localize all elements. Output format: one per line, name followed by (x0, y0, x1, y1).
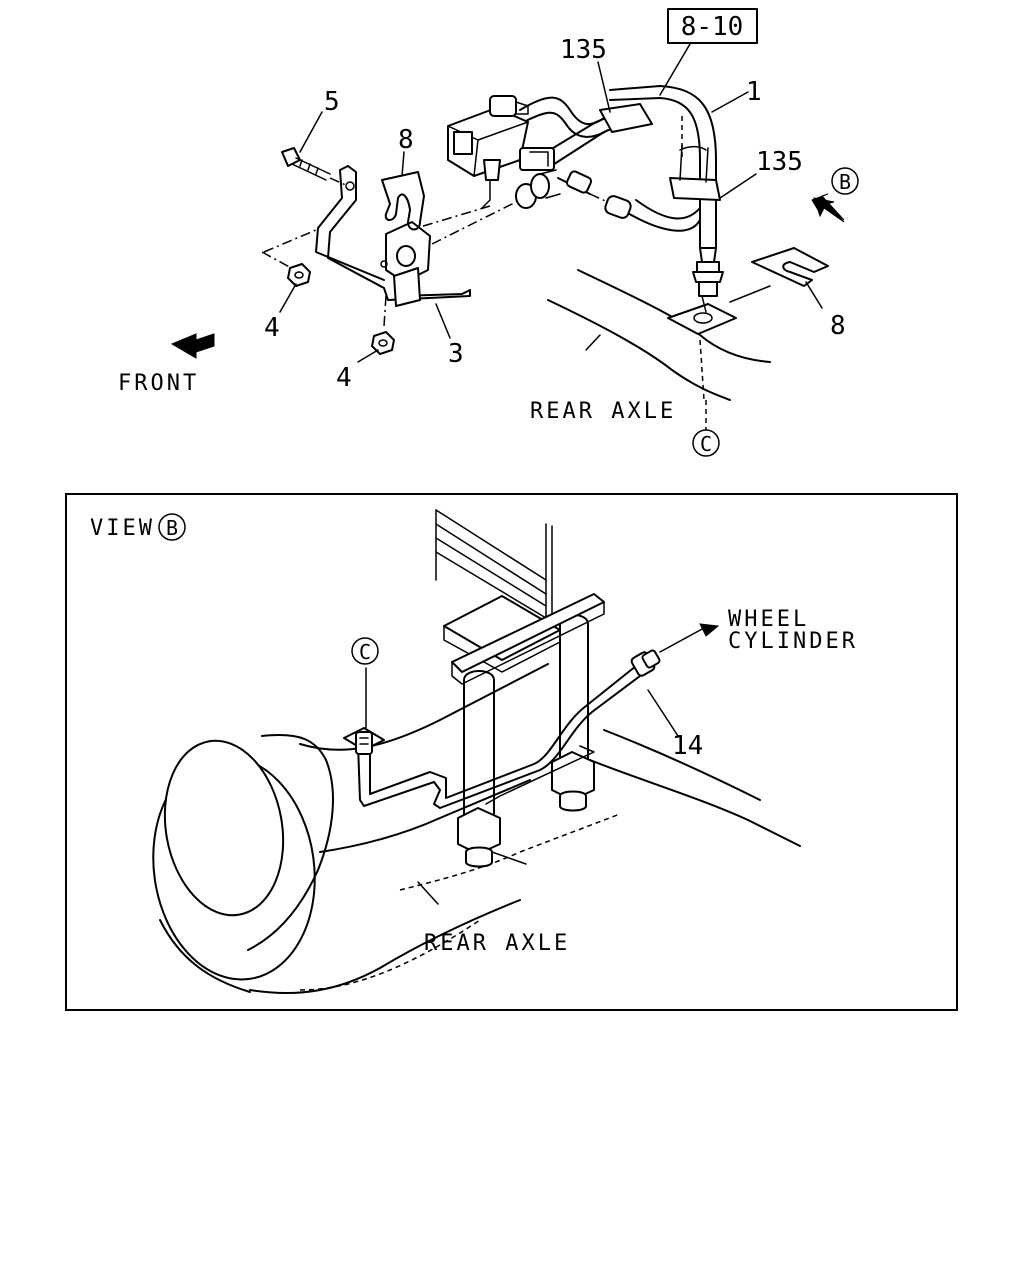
axle-mount-plate (667, 303, 737, 335)
marker-b-view: B (158, 513, 186, 541)
callout-5: 5 (324, 87, 340, 117)
retaining-clip-right (751, 247, 829, 287)
top-assembly: 8-10 (170, 8, 845, 430)
callout-8-right: 8 (830, 311, 846, 341)
brake-hose (609, 97, 701, 249)
svg-text:B: B (166, 516, 178, 540)
callout-135-right: 135 (756, 147, 803, 177)
connector-plug (519, 147, 555, 171)
axle-hub-inner (163, 739, 285, 917)
cylinder-label: CYLINDER (728, 629, 858, 654)
front-label: FRONT (118, 371, 199, 396)
nut-upper (287, 263, 311, 287)
callout-8-left: 8 (398, 125, 414, 155)
svg-text:C: C (700, 432, 712, 456)
marker-b-top: B (831, 167, 859, 195)
view-label: VIEW (90, 516, 155, 541)
marker-c-view: C (351, 637, 379, 665)
marker-c-top: C (692, 429, 720, 457)
reference-box (667, 8, 758, 44)
wheel-label: WHEEL (728, 607, 809, 632)
callout-1: 1 (746, 77, 762, 107)
retaining-clip-left (381, 171, 425, 231)
view-b-detail (152, 509, 801, 995)
hose-clamp-top (599, 103, 653, 133)
mounting-bracket (327, 165, 471, 301)
nut-lower (371, 331, 395, 355)
rear-axle-label-top: REAR AXLE (530, 399, 676, 424)
rear-axle-body (299, 663, 549, 751)
svg-text:C: C (359, 640, 371, 664)
callout-4-upper: 4 (264, 313, 280, 343)
wheel-cylinder-arrow (659, 627, 705, 653)
rear-axle-label-view: REAR AXLE (424, 931, 570, 956)
bolt (281, 147, 349, 187)
svg-text:B: B (839, 170, 851, 194)
callout-14: 14 (672, 731, 703, 761)
pipe-fitting-end (630, 649, 661, 677)
view-b-frame (65, 493, 958, 1011)
brake-pipe-14 (357, 675, 641, 809)
reference-box-label: 8-10 (681, 12, 744, 42)
front-arrow (170, 333, 215, 359)
callout-3: 3 (448, 339, 464, 369)
callout-4-lower: 4 (336, 363, 352, 393)
hose-clamp-right (669, 177, 721, 201)
callout-135-top: 135 (560, 35, 607, 65)
